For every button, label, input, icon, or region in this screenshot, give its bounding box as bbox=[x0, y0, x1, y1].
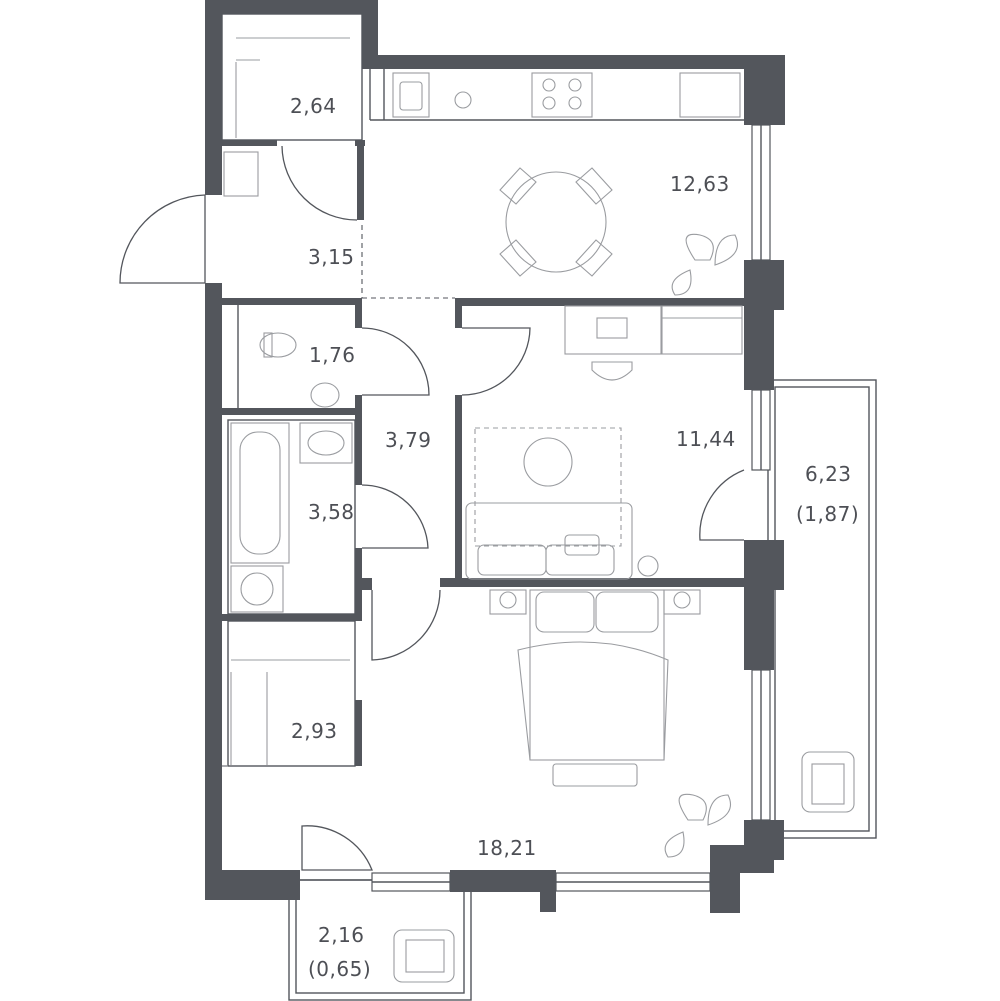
coffee-table bbox=[523, 437, 573, 487]
plant-icon bbox=[671, 233, 739, 296]
nightstand-left bbox=[489, 589, 527, 615]
wardrobe-rail-top bbox=[235, 37, 350, 138]
room-area-kitchen-living: 12,63 bbox=[670, 172, 730, 196]
bed bbox=[517, 589, 669, 761]
balcony-right bbox=[767, 379, 877, 839]
stove-icon bbox=[531, 72, 593, 118]
nightstand-right bbox=[663, 589, 701, 615]
washing-machine-icon bbox=[230, 565, 284, 613]
walls bbox=[205, 0, 785, 913]
room-area-balcony-right: 6,23 bbox=[805, 462, 852, 486]
room-area-balcony-right-reduced: (1,87) bbox=[796, 502, 859, 526]
bath-sink-icon bbox=[299, 422, 353, 464]
room-area-wardrobe-top: 2,64 bbox=[290, 94, 337, 118]
sink-icon bbox=[392, 72, 430, 118]
floor-lamp-icon bbox=[637, 555, 659, 577]
room-labels: 2,64 3,15 12,63 1,76 3,79 3,58 11,44 6,2… bbox=[290, 94, 859, 981]
interior-lines bbox=[221, 13, 744, 767]
balcony-chair-icon bbox=[801, 751, 855, 813]
toilet-icon bbox=[259, 332, 297, 358]
bathtub-icon bbox=[230, 422, 290, 564]
room-area-living-room: 11,44 bbox=[676, 427, 736, 451]
room-area-balcony-bottom-reduced: (0,65) bbox=[308, 957, 371, 981]
windows bbox=[371, 124, 771, 892]
doors bbox=[119, 145, 745, 871]
room-area-toilet: 1,76 bbox=[309, 343, 356, 367]
desk bbox=[564, 305, 662, 355]
shoe-cabinet bbox=[223, 151, 259, 197]
room-area-corridor: 3,79 bbox=[385, 428, 432, 452]
plant-icon bbox=[664, 793, 732, 858]
faucet-icon bbox=[454, 91, 472, 109]
toilet-sink-icon bbox=[310, 382, 340, 408]
furniture bbox=[223, 37, 855, 983]
bedroom-rug bbox=[552, 763, 638, 787]
rug bbox=[474, 427, 622, 547]
room-area-hall: 3,15 bbox=[308, 245, 355, 269]
room-area-bedroom: 18,21 bbox=[477, 836, 537, 860]
room-area-wardrobe-bottom: 2,93 bbox=[291, 719, 338, 743]
balcony-chair-icon bbox=[393, 929, 455, 983]
room-area-bathroom: 3,58 bbox=[308, 500, 355, 524]
room-area-balcony-bottom: 2,16 bbox=[318, 923, 365, 947]
sofa bbox=[465, 502, 633, 580]
dining-table bbox=[499, 167, 613, 277]
